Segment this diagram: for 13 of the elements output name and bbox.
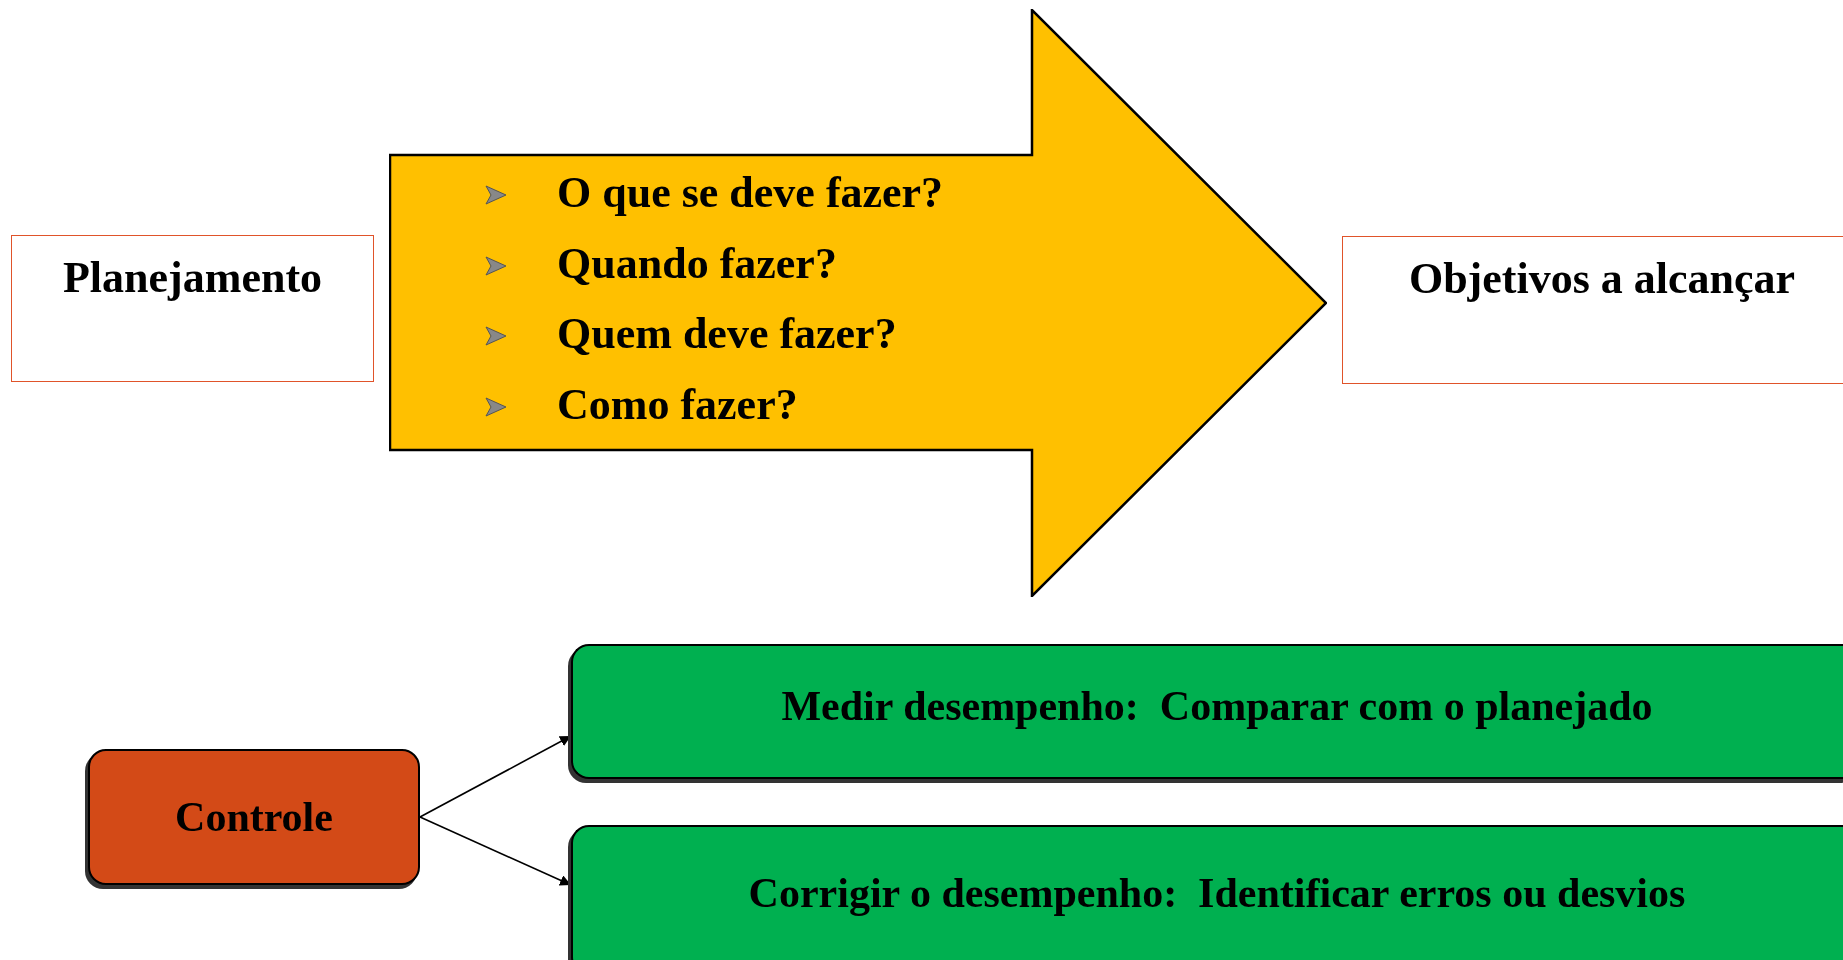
box-label: Medir desempenho: Comparar com o planejado	[781, 682, 1653, 730]
block-arrow-shape	[389, 9, 1327, 597]
bullet-text: Quando fazer?	[557, 239, 837, 289]
box-label: Controle	[175, 793, 333, 841]
text-box	[1342, 236, 1843, 384]
bullet-text: Quem deve fazer?	[557, 309, 897, 359]
bullet-text: O que se deve fazer?	[557, 168, 944, 218]
box-label: Objetivos a alcançar	[1408, 253, 1796, 304]
bullet-text: Como fazer?	[557, 380, 798, 430]
text-box	[11, 235, 374, 382]
rounded-box	[571, 825, 1843, 960]
box-label: Corrigir o desempenho: Identificar erros ou desvios	[748, 869, 1686, 917]
box-label: Planejamento	[62, 252, 323, 303]
